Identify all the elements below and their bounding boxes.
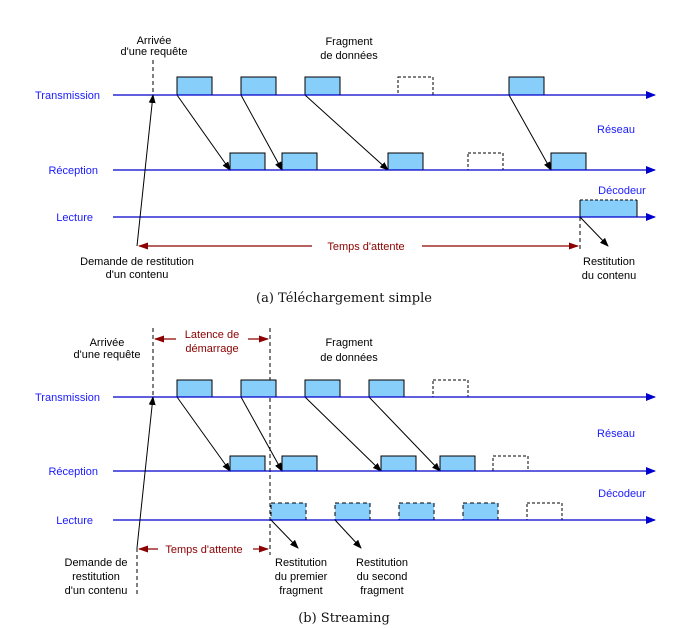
decoder-buffer-box: [580, 200, 637, 217]
restitution-first-arrow: [270, 519, 299, 549]
transfer-arrow: [304, 396, 382, 472]
wait-time-label: Temps d'attente: [165, 544, 242, 556]
caption-b: (b) Streaming: [298, 611, 390, 626]
restitution-first-line1: Restitution: [275, 557, 327, 569]
demand-label-line1: Demande de: [65, 557, 128, 569]
fragment-box: [229, 455, 266, 472]
transfer-arrow: [240, 94, 283, 171]
demand-label-line1: Demande de restitution: [80, 256, 194, 268]
fragment-label-line2: de données: [320, 352, 378, 364]
row-label-transmission: Transmission: [35, 90, 100, 102]
played-fragment-box: [462, 502, 499, 521]
transfer-arrow: [176, 94, 231, 171]
fragment-box: [550, 152, 587, 171]
played-fragment-box: [334, 502, 371, 521]
demand-label-line3: d'un contenu: [65, 585, 128, 597]
decoder-label: Décodeur: [598, 185, 646, 197]
row-label-lecture: Lecture: [56, 212, 93, 224]
transfer-arrow: [176, 396, 231, 472]
fragment-box: [281, 152, 318, 171]
pending-fragment-box: [492, 455, 529, 472]
decoder-label: Décodeur: [598, 488, 646, 500]
fragment-box: [304, 379, 341, 398]
restitution-second-line1: Restitution: [356, 557, 408, 569]
request-arrow: [136, 396, 156, 549]
fragment-box: [439, 455, 476, 472]
fragment-label-line1: Fragment: [325, 337, 372, 349]
pending-fragment-box: [432, 379, 469, 398]
wait-time-label: Temps d'attente: [327, 241, 404, 253]
demand-label-line2: restitution: [72, 571, 120, 583]
panel-a: Transmission Réception Lecture Réseau Dé…: [35, 35, 656, 306]
lost-fragment-box: [397, 76, 434, 96]
arrival-label-line2: d'une requête: [74, 349, 141, 361]
fragment-box: [368, 379, 405, 398]
restitution-arrow: [579, 216, 609, 247]
transfer-arrow: [368, 396, 441, 472]
restitution-label-line1: Restitution: [583, 256, 635, 268]
row-label-lecture: Lecture: [56, 515, 93, 527]
fragment-box: [281, 455, 318, 472]
row-label-transmission: Transmission: [35, 392, 100, 404]
arrival-label-line2: d'une requête: [121, 46, 188, 58]
fragment-label-line2: de données: [320, 50, 378, 62]
fragment-box: [229, 152, 266, 171]
transfer-arrow: [240, 396, 283, 472]
network-label: Réseau: [597, 428, 635, 440]
fragment-label-line1: Fragment: [325, 36, 372, 48]
demand-label-line2: d'un contenu: [106, 269, 169, 281]
restitution-second-arrow: [334, 519, 362, 549]
restitution-first-line3: fragment: [279, 585, 322, 597]
arrival-label-line1: Arrivée: [137, 35, 172, 47]
fragment-box: [176, 379, 213, 398]
latency-label-line1: Latence de: [185, 329, 239, 341]
fragment-box: [176, 76, 213, 96]
fragment-box: [240, 379, 277, 398]
row-label-reception: Réception: [48, 466, 98, 478]
lost-fragment-box: [467, 152, 504, 171]
restitution-label-line2: du contenu: [582, 270, 636, 282]
played-fragment-box: [270, 502, 307, 521]
restitution-second-line2: du second: [357, 571, 408, 583]
transfer-arrow: [304, 94, 389, 171]
row-label-reception: Réception: [48, 165, 98, 177]
caption-a: (a) Téléchargement simple: [256, 291, 432, 306]
fragment-box: [508, 76, 545, 96]
panel-b: Transmission Réception Lecture Réseau Dé…: [35, 328, 656, 626]
arrival-label-line1: Arrivée: [90, 337, 125, 349]
played-fragment-box: [398, 502, 435, 521]
fragment-box: [240, 76, 277, 96]
latency-label-line2: démarrage: [185, 343, 238, 355]
fragment-box: [380, 455, 417, 472]
fragment-box: [304, 76, 341, 96]
restitution-first-line2: du premier: [275, 571, 328, 583]
transfer-arrow: [508, 94, 552, 171]
restitution-second-line3: fragment: [360, 585, 403, 597]
request-arrow: [136, 94, 156, 247]
fragment-box: [387, 152, 424, 171]
network-label: Réseau: [597, 124, 635, 136]
pending-fragment-box: [526, 502, 563, 521]
